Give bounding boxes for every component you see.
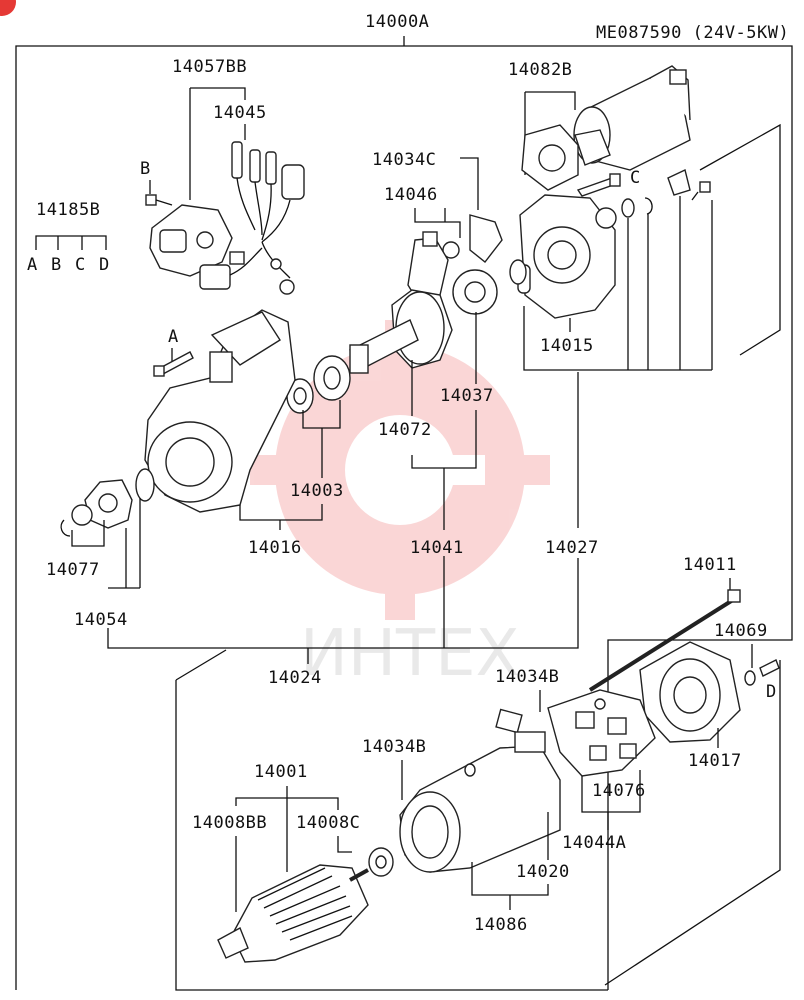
callout-14003: 14003 (290, 481, 344, 501)
through-bolt-part (588, 589, 741, 692)
assembly-number: 14000A (365, 12, 429, 32)
bolt-b-icon (145, 180, 173, 206)
callout-14034B-yoke: 14034B (362, 737, 426, 757)
bolt-label-c: C (630, 168, 641, 188)
sub-label-a: A (27, 255, 38, 275)
callout-14024: 14024 (268, 668, 322, 688)
callout-14001: 14001 (254, 762, 308, 782)
callout-14086: 14086 (474, 915, 528, 935)
washers-part (621, 169, 711, 218)
front-housing-part (144, 309, 296, 513)
callout-14076: 14076 (592, 781, 646, 801)
callout-14027: 14027 (545, 538, 599, 558)
bolt-label-b: B (140, 159, 151, 179)
callout-14041: 14041 (410, 538, 464, 558)
model-code: ME087590 (24V-5KW) (596, 23, 789, 43)
corner-badge-icon (0, 0, 16, 16)
callout-14082B: 14082B (508, 60, 572, 80)
callout-14037: 14037 (440, 386, 494, 406)
callout-14077: 14077 (46, 560, 100, 580)
watermark-text: ИНТЕХ (300, 617, 519, 691)
callout-14016: 14016 (248, 538, 302, 558)
callout-14185B: 14185B (36, 200, 100, 220)
drive-pinion-part (286, 269, 498, 414)
solenoid-part (521, 65, 691, 191)
callout-14034C: 14034C (372, 150, 436, 170)
callout-14017: 14017 (688, 751, 742, 771)
screw-d-icon (744, 659, 780, 686)
callout-14046: 14046 (384, 185, 438, 205)
bolt-label-d: D (766, 682, 777, 702)
callout-14054: 14054 (74, 610, 128, 630)
sub-label-c: C (75, 255, 86, 275)
rear-cover-part (639, 641, 741, 743)
bolt-a-icon (153, 348, 194, 377)
brush-holder-part (547, 689, 656, 777)
yoke-part (399, 708, 561, 873)
sub-label-d: D (99, 255, 110, 275)
callout-14020: 14020 (516, 862, 570, 882)
bolt-label-a: A (168, 327, 179, 347)
callout-14057BB: 14057BB (172, 57, 247, 77)
callout-14069: 14069 (714, 621, 768, 641)
armature-part (217, 847, 394, 963)
callout-14015: 14015 (540, 336, 594, 356)
pinion-gear-part (60, 468, 155, 537)
harness-part (149, 141, 305, 295)
callout-14045: 14045 (213, 103, 267, 123)
bolt-c-icon (576, 173, 621, 197)
callout-14008C: 14008C (296, 813, 360, 833)
callout-14011: 14011 (683, 555, 737, 575)
watermark-gear-icon (250, 320, 550, 620)
end-housing-part (509, 194, 617, 319)
callout-14044A: 14044A (562, 833, 626, 853)
sub-label-b: B (51, 255, 62, 275)
callout-14072: 14072 (378, 420, 432, 440)
callout-14034B-brush: 14034B (495, 667, 559, 687)
callout-14008BB: 14008BB (192, 813, 267, 833)
